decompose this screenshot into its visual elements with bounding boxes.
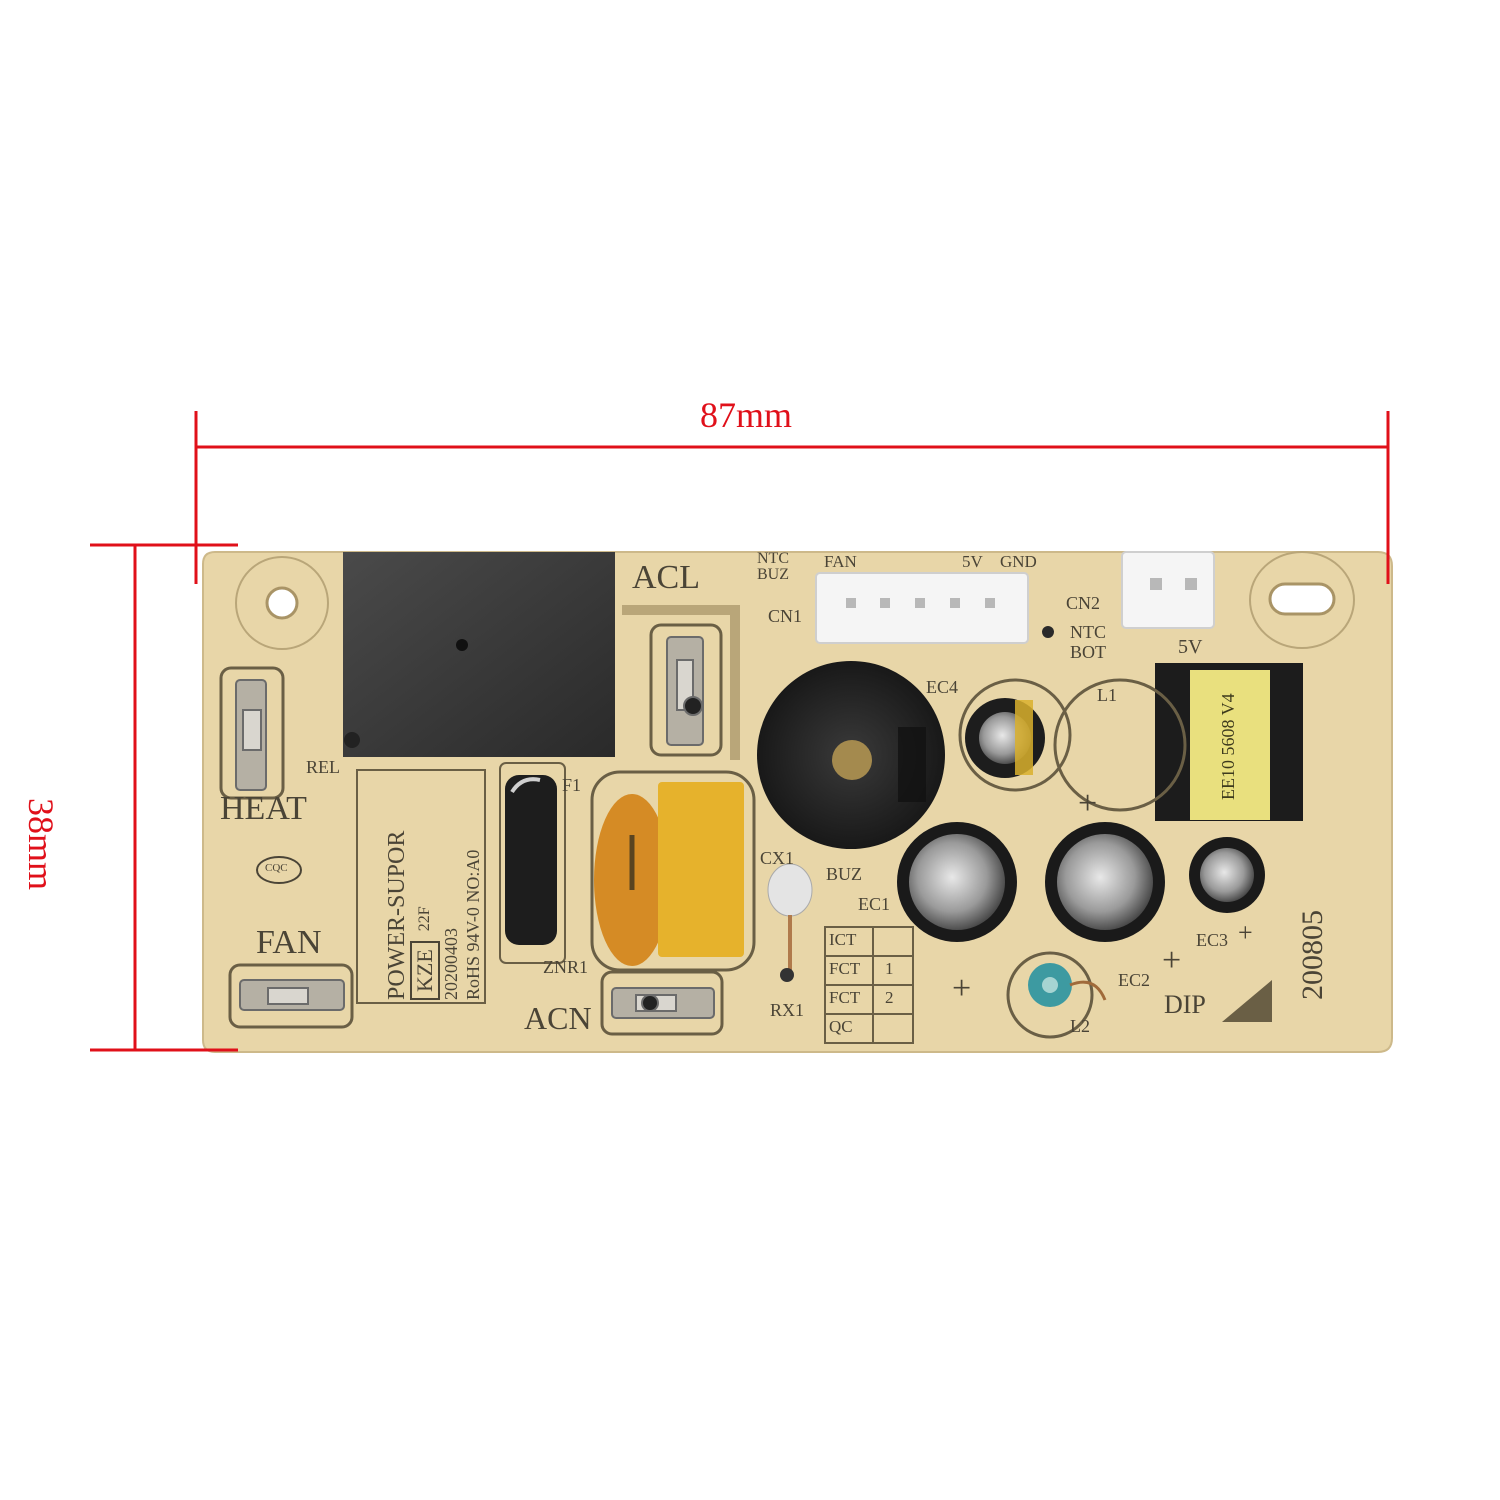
maker-line1: POWER-SUPOR [384,830,410,1000]
test-table-r4c1: QC [829,1017,853,1036]
maker-line5: RoHS 94V-0 NO:A0 [463,849,483,1000]
test-table-r2c2: 1 [885,959,894,978]
mount-ring-right [1249,551,1355,649]
dip-marker [1222,980,1272,1022]
label-buz: BUZ [826,864,862,884]
maker-line3: 22F [416,906,433,932]
test-table-r3c2: 2 [885,988,894,1007]
label-l2: L2 [1070,1016,1090,1036]
terminal-heat [235,679,267,791]
label-ntc-buz: NTC BUZ [757,550,789,583]
label-plus-ec2: + [1162,942,1182,979]
label-cx1: CX1 [760,848,795,868]
relay [343,552,615,757]
test-table-r2c1: FCT [829,959,861,978]
label-rx1: RX1 [770,1000,805,1020]
label-acl: ACL [632,559,700,596]
label-heat: HEAT [220,790,307,827]
maker-kze: KZE [410,941,440,1000]
label-date-code: 200805 [1296,910,1329,1000]
label-ec4: EC4 [926,677,959,697]
mount-ring-left [235,556,329,650]
label-5v-header: 5V [962,552,983,571]
label-cn2: CN2 [1066,593,1101,613]
test-table-r1c1: ICT [829,930,857,949]
test-table-r3c1: FCT [829,988,861,1007]
label-l1: L1 [1097,685,1117,705]
terminal-fan [239,979,345,1011]
label-rel: REL [306,757,340,777]
label-gnd: GND [1000,552,1037,571]
test-table [824,926,914,1044]
label-cqc: CQC [265,862,288,874]
height-dimension-label: 38mm [21,798,61,891]
dimension-lines [90,411,1390,1052]
label-plus-ec1: + [952,970,972,1007]
label-acn: ACN [524,1000,592,1036]
label-cn1: CN1 [768,606,803,626]
cqc-mark [256,856,302,884]
width-dimension-label: 87mm [700,395,793,435]
maker-line4: 20200403 [441,928,461,1000]
label-ec3: EC3 [1196,930,1229,950]
label-f1: F1 [562,775,582,795]
fuse-f1 [505,775,557,945]
x-capacitor-cx1 [658,782,744,957]
terminal-acn [611,987,715,1019]
mount-hole-left [265,586,299,620]
label-5v: 5V [1178,636,1203,658]
label-fan-header: FAN [824,552,857,571]
label-znr1: ZNR1 [543,957,588,977]
maker-block: POWER-SUPOR KZE 22F 20200403 RoHS 94V-0 … [384,770,484,1000]
terminal-acl [666,636,704,746]
label-fan: FAN [256,924,322,961]
label-dip: DIP [1164,990,1206,1019]
label-ntc-bot: NTC BOT [1070,622,1106,662]
label-ec1: EC1 [858,894,891,914]
mount-slot-right [1268,582,1336,616]
label-ec2: EC2 [1118,970,1151,990]
connector-cn2 [1121,551,1215,629]
transformer-marking: EE10 5608 V4 [1218,693,1238,800]
label-plus-ec3: + [1238,918,1253,947]
label-plus-ec4: + [1078,785,1098,822]
resistor-rx1 [767,863,813,917]
